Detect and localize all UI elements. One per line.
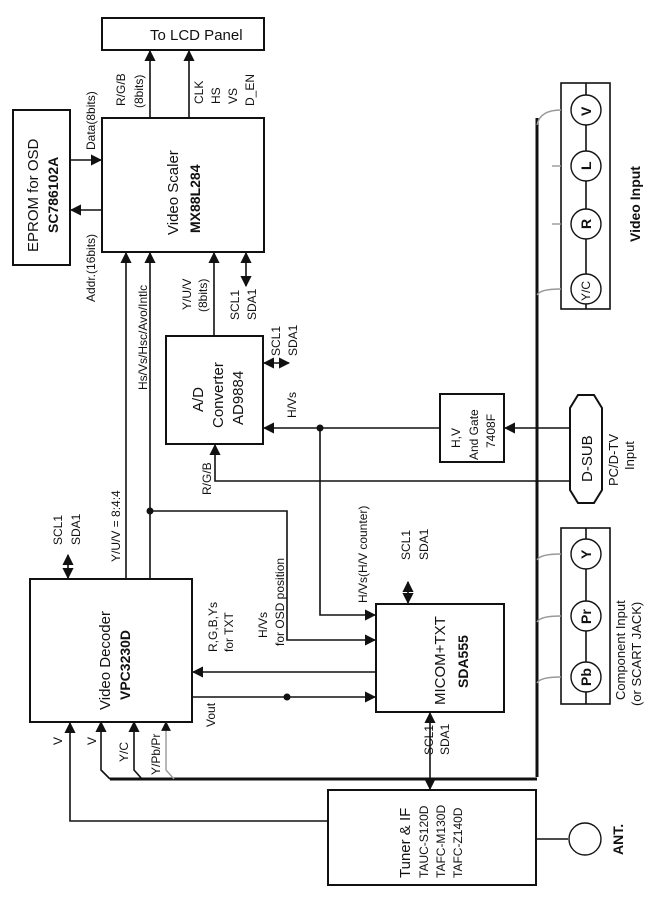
svg-text:SDA1: SDA1	[417, 528, 431, 560]
micom-part: SDA555	[455, 635, 471, 688]
adc-part: AD9884	[230, 371, 247, 425]
decoder-part: VPC3230D	[117, 630, 133, 700]
svg-text:Data(8bits): Data(8bits)	[84, 91, 98, 150]
svg-text:for OSD position: for OSD position	[273, 558, 287, 646]
scaler-part: MX88L284	[187, 164, 203, 233]
and-gate-part: 7408F	[484, 414, 498, 448]
svg-text:R/G/B: R/G/B	[114, 73, 128, 106]
video-decoder-block: Video Decoder VPC3230D	[29, 578, 193, 723]
svg-text:R/G/B: R/G/B	[200, 462, 214, 495]
svg-text:V: V	[578, 106, 594, 116]
and-gate-line2: And Gate	[467, 409, 481, 460]
component-input-panel: Y Pr Pb Component Input (or SCART JACK)	[560, 527, 644, 706]
jack-pb: Pb	[570, 661, 602, 693]
jack-l: L	[570, 150, 602, 182]
lcd-panel-label: To LCD Panel	[150, 27, 243, 44]
svg-text:SDA1: SDA1	[438, 723, 452, 755]
dsub-caption-2: Input	[622, 441, 637, 470]
jack-y: Y	[570, 538, 602, 570]
svg-text:Hs/Vs/Hsc/Avo/Intlc: Hs/Vs/Hsc/Avo/Intlc	[136, 285, 150, 390]
svg-text:SCL1: SCL1	[51, 515, 65, 545]
svg-text:L: L	[578, 161, 594, 170]
jack-yc: Y/C	[570, 273, 602, 305]
jack-pr: Pr	[570, 600, 602, 632]
tuner-title: Tuner & IF	[397, 808, 414, 878]
svg-text:VS: VS	[226, 88, 240, 104]
tuner-part-1: TAUC-S120D	[417, 805, 431, 878]
svg-text:SDA1: SDA1	[245, 288, 259, 320]
svg-text:H/Vs: H/Vs	[256, 612, 270, 638]
svg-text:H/Vs(H/V counter): H/Vs(H/V counter)	[356, 506, 370, 603]
svg-text:Y/C: Y/C	[117, 742, 131, 762]
svg-text:R,G,B,Ys: R,G,B,Ys	[206, 602, 220, 652]
svg-text:V: V	[51, 737, 65, 745]
svg-text:V: V	[85, 737, 99, 745]
adc-block: A/D Converter AD9884	[165, 335, 264, 445]
micom-title: MICOM+TXT	[432, 616, 449, 705]
svg-text:Y/Pb/Pr: Y/Pb/Pr	[149, 734, 163, 775]
jack-r: R	[570, 208, 602, 240]
antenna: ANT.	[536, 822, 626, 856]
svg-text:Vout: Vout	[204, 702, 218, 727]
svg-text:SCL1: SCL1	[269, 326, 283, 356]
svg-text:SDA1: SDA1	[69, 513, 83, 545]
svg-text:SCL1: SCL1	[228, 290, 242, 320]
svg-text:(8bits): (8bits)	[132, 75, 146, 108]
svg-text:SCL1: SCL1	[399, 530, 413, 560]
micom-block: MICOM+TXT SDA555	[375, 603, 505, 713]
and-gate-line1: H,V	[449, 428, 463, 448]
adc-line2: Converter	[210, 362, 227, 428]
dsub-connector: D-SUB PC/D-TV Input	[569, 394, 637, 504]
tuner-part-2: TAFC-M130D	[434, 805, 448, 878]
signal-labels: R/G/B (8bits) CLK HS VS D_EN Data(8bits)…	[51, 73, 452, 775]
svg-text:Y/U/V = 8:4:4: Y/U/V = 8:4:4	[109, 490, 123, 562]
eprom-part: SC786102A	[45, 157, 61, 233]
svg-text:R: R	[578, 219, 594, 229]
wires	[62, 49, 570, 822]
and-gate-block: H,V And Gate 7408F	[439, 393, 505, 463]
svg-text:SDA1: SDA1	[286, 324, 300, 356]
svg-text:Pr: Pr	[578, 609, 594, 624]
svg-text:Addr.(16bits): Addr.(16bits)	[84, 234, 98, 302]
svg-text:Y: Y	[578, 549, 594, 559]
svg-text:Pb: Pb	[578, 668, 594, 686]
adc-line1: A/D	[190, 387, 207, 412]
tuner-part-3: TAFC-Z140D	[451, 807, 465, 878]
component-caption-2: (or SCART JACK)	[629, 602, 644, 706]
antenna-label: ANT.	[610, 824, 626, 855]
tuner-block: Tuner & IF TAUC-S120D TAFC-M130D TAFC-Z1…	[327, 789, 537, 886]
component-caption-1: Component Input	[613, 600, 628, 700]
dsub-caption-1: PC/D-TV	[606, 434, 621, 486]
svg-text:HS: HS	[209, 87, 223, 104]
svg-text:(8bits): (8bits)	[196, 279, 210, 312]
eprom-block: EPROM for OSD SC786102A	[12, 109, 71, 266]
eprom-title: EPROM for OSD	[25, 138, 42, 252]
jack-v: V	[570, 94, 602, 126]
lcd-panel-block: To LCD Panel	[101, 17, 265, 51]
svg-text:H/Vs: H/Vs	[285, 392, 299, 418]
svg-text:Y/U/V: Y/U/V	[180, 279, 194, 310]
dsub-label: D-SUB	[579, 435, 596, 482]
svg-text:CLK: CLK	[192, 81, 206, 104]
decoder-title: Video Decoder	[97, 611, 114, 710]
svg-text:for TXT: for TXT	[222, 612, 236, 652]
svg-text:SCL1: SCL1	[422, 725, 436, 755]
svg-text:D_EN: D_EN	[243, 74, 257, 106]
video-scaler-block: Video Scaler MX88L284	[101, 117, 265, 253]
svg-text:Y/C: Y/C	[579, 281, 593, 301]
video-input-panel: V L R Y/C Video Input	[560, 82, 643, 310]
video-input-caption: Video Input	[627, 166, 643, 242]
scaler-title: Video Scaler	[165, 150, 182, 235]
